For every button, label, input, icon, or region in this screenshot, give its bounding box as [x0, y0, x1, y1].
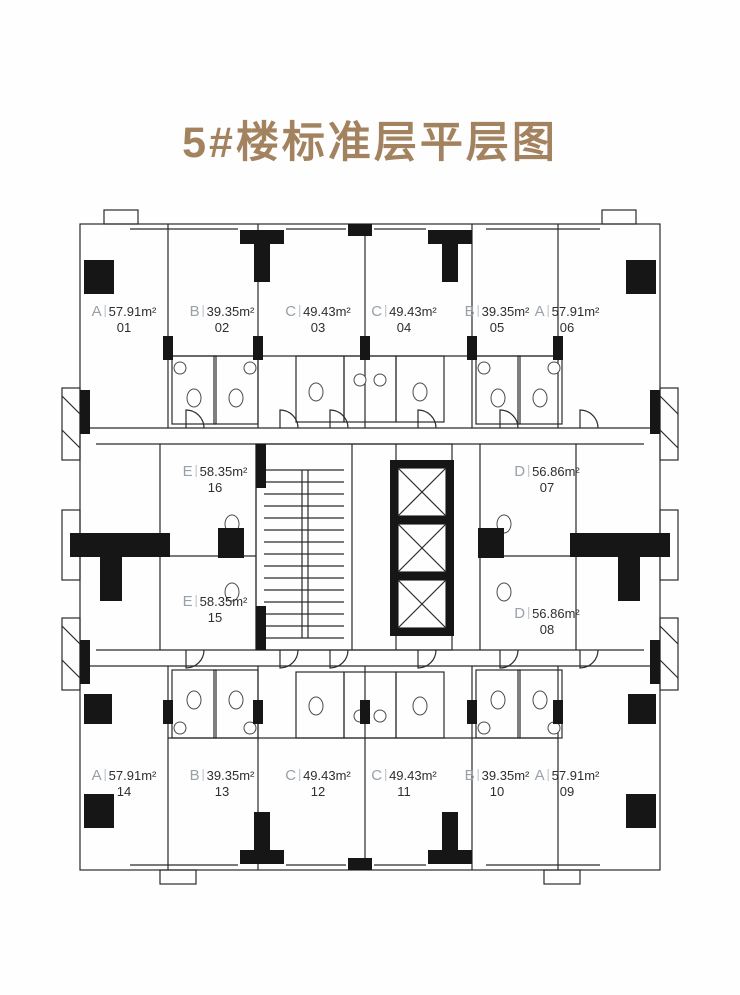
unit-label-divider [299, 305, 301, 317]
unit-number: 04 [396, 320, 412, 336]
unit-label-divider [104, 769, 106, 781]
unit-label-divider [202, 769, 204, 781]
unit-label-divider [195, 595, 197, 607]
unit-number: 08 [539, 622, 555, 638]
unit-label-divider [477, 769, 479, 781]
unit-label-07: D 56.86m² 07 [514, 463, 580, 496]
unit-area: 49.43m² [389, 304, 437, 319]
unit-label-06: A 57.91m² 06 [535, 303, 600, 336]
page-title: 5#楼标准层平层图 [182, 119, 558, 167]
unit-type: B [189, 767, 200, 784]
unit-label-08: D 56.86m² 08 [514, 605, 580, 638]
unit-label-divider [547, 305, 549, 317]
unit-label-03: C 49.43m² 03 [285, 303, 351, 336]
unit-number: 10 [489, 784, 505, 800]
unit-label-divider [202, 305, 204, 317]
unit-area: 58.35m² [199, 464, 248, 479]
unit-label-01: A 57.91m² 01 [92, 303, 157, 336]
unit-label-divider [104, 305, 106, 317]
unit-area: 39.35m² [206, 768, 255, 783]
unit-type: D [514, 463, 526, 480]
unit-type: A [91, 767, 102, 784]
unit-label-divider [385, 305, 387, 317]
unit-number: 11 [397, 784, 411, 800]
unit-label-14: A 57.91m² 14 [92, 767, 157, 800]
unit-label-15: E 58.35m² 15 [183, 593, 248, 626]
unit-area: 58.35m² [199, 594, 248, 609]
unit-label-05: B 39.35m² 05 [465, 303, 530, 336]
unit-area: 56.86m² [532, 464, 580, 479]
unit-type: B [189, 303, 200, 320]
unit-type: A [91, 303, 102, 320]
unit-type: B [464, 767, 475, 784]
unit-type: A [534, 303, 545, 320]
unit-area: 49.43m² [389, 768, 437, 783]
unit-number: 05 [489, 320, 505, 336]
unit-label-divider [547, 769, 549, 781]
unit-area: 49.43m² [303, 304, 351, 319]
unit-area: 57.91m² [551, 304, 600, 319]
unit-area: 39.35m² [481, 768, 530, 783]
unit-number: 15 [207, 610, 223, 626]
unit-label-divider [195, 465, 197, 477]
unit-label-09: A 57.91m² 09 [535, 767, 600, 800]
unit-number: 14 [116, 784, 132, 800]
unit-label-divider [477, 305, 479, 317]
unit-number: 01 [116, 320, 132, 336]
unit-number: 06 [559, 320, 575, 336]
unit-number: 09 [559, 784, 575, 800]
unit-number: 12 [310, 784, 326, 800]
unit-number: 13 [214, 784, 230, 800]
unit-label-divider [299, 769, 301, 781]
unit-label-10: B 39.35m² 10 [465, 767, 530, 800]
unit-area: 39.35m² [206, 304, 255, 319]
unit-number: 07 [539, 480, 555, 496]
unit-type: C [371, 303, 383, 320]
unit-area: 56.86m² [532, 606, 580, 621]
unit-type: C [285, 303, 297, 320]
unit-area: 39.35m² [481, 304, 530, 319]
unit-type: E [182, 593, 193, 610]
unit-area: 57.91m² [108, 768, 157, 783]
unit-label-divider [385, 769, 387, 781]
unit-number: 16 [207, 480, 223, 496]
unit-type: C [285, 767, 297, 784]
unit-area: 57.91m² [108, 304, 157, 319]
unit-type: C [371, 767, 383, 784]
unit-number: 03 [310, 320, 326, 336]
unit-label-11: C 49.43m² 11 [371, 767, 437, 800]
unit-area: 57.91m² [551, 768, 600, 783]
unit-label-12: C 49.43m² 12 [285, 767, 351, 800]
unit-label-16: E 58.35m² 16 [183, 463, 248, 496]
unit-label-04: C 49.43m² 04 [371, 303, 437, 336]
unit-number: 02 [214, 320, 230, 336]
unit-label-02: B 39.35m² 02 [190, 303, 255, 336]
unit-type: E [182, 463, 193, 480]
unit-area: 49.43m² [303, 768, 351, 783]
unit-type: D [514, 605, 526, 622]
unit-type: A [534, 767, 545, 784]
unit-label-divider [528, 607, 530, 619]
unit-type: B [464, 303, 475, 320]
unit-label-divider [528, 465, 530, 477]
unit-label-13: B 39.35m² 13 [190, 767, 255, 800]
